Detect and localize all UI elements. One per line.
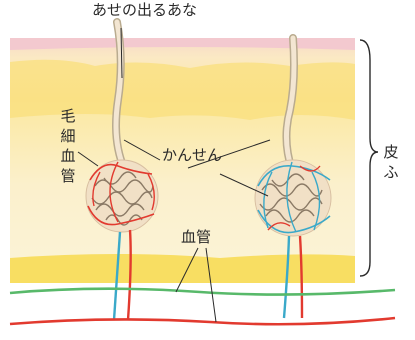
epidermis-band (10, 59, 355, 120)
green-vessel (9, 287, 396, 296)
pore-leader (120, 27, 123, 79)
vein-left (112, 231, 122, 321)
sweat-gland-right (254, 159, 332, 237)
vessel-leader (175, 247, 217, 323)
label-sweat-pore: あせの出るあな (92, 1, 198, 19)
epidermis-top (10, 38, 355, 50)
artery-left (126, 229, 132, 321)
vein-right (282, 235, 291, 319)
sweat-gland-left (85, 159, 159, 233)
gland-leader (123, 139, 271, 169)
capillary-leader (77, 151, 99, 167)
label-blood-vessel: 血管 (181, 228, 212, 246)
skin-bracket (359, 39, 379, 277)
fat-layer (10, 254, 355, 283)
label-skin: 皮ふ (383, 143, 399, 181)
label-gland: かんせん (162, 146, 223, 164)
red-vessel (9, 316, 396, 326)
artery-right (298, 235, 304, 319)
label-capillary: 毛細血管 (60, 107, 76, 185)
